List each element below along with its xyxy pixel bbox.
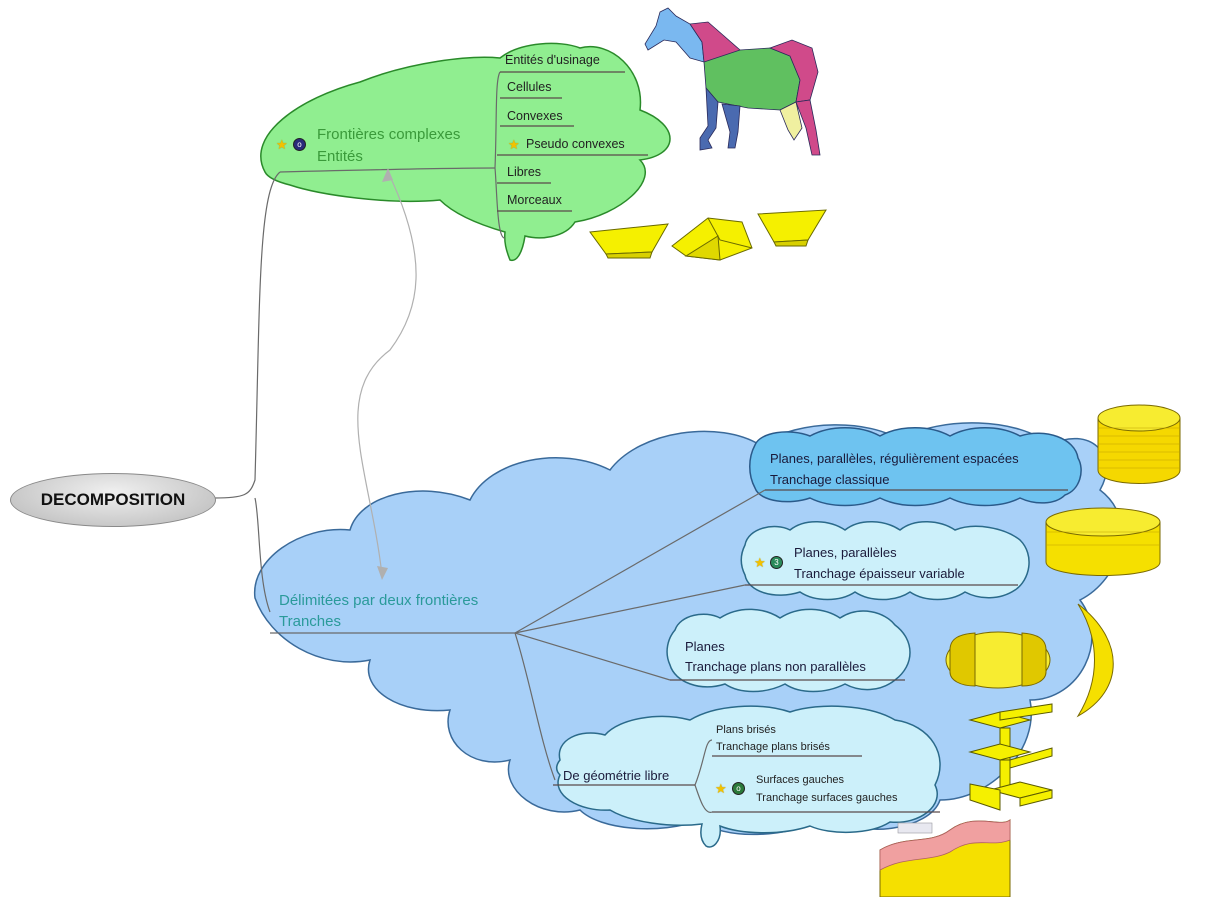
complex-child-1[interactable]: Cellules (507, 80, 552, 94)
complex-child-5[interactable]: Morceaux (507, 193, 562, 207)
complex-label-1[interactable]: Frontières complexes (317, 126, 461, 143)
info-icon: o (293, 138, 306, 151)
star-icon: ★ (715, 781, 727, 796)
complex-child-3[interactable]: Pseudo convexes (526, 137, 625, 151)
broken-line-2[interactable]: Tranchage plans brisés (716, 741, 830, 753)
parallel-regular-cloud (749, 427, 1082, 507)
crescent-image (1076, 603, 1114, 718)
broken-line-1[interactable]: Plans brisés (716, 724, 776, 736)
cylinder-variable-image (1045, 507, 1161, 576)
complex-child-2[interactable]: Convexes (507, 109, 563, 123)
free-geometry-label[interactable]: De géométrie libre (563, 768, 670, 783)
info-icon: o (732, 782, 745, 795)
terrain-image (879, 818, 1011, 897)
relationship-arrow (357, 168, 417, 580)
cylinder-image (1097, 404, 1181, 484)
non-parallel-line-1[interactable]: Planes (685, 639, 725, 654)
tranches-label-2[interactable]: Tranches (279, 613, 341, 630)
star-icon: ★ (276, 137, 288, 152)
complex-child-4[interactable]: Libres (507, 165, 542, 179)
star-icon: ★ (754, 555, 766, 570)
root-label: DECOMPOSITION (40, 490, 186, 509)
zigzag-image (968, 703, 1053, 811)
underlines (497, 71, 1068, 813)
info-icon: 3 (770, 556, 783, 569)
yellow-parts-image (589, 209, 827, 261)
tranches-label-1[interactable]: Délimitées par deux frontières (279, 592, 479, 609)
parallel-variable-line-2[interactable]: Tranchage épaisseur variable (794, 566, 965, 581)
parallel-variable-line-1[interactable]: Planes, parallèles (794, 545, 897, 560)
complex-cloud (260, 42, 671, 262)
parallel-regular-line-1[interactable]: Planes, parallèles, régulièrement espacé… (770, 451, 1019, 466)
complex-child-0[interactable]: Entités d'usinage (505, 53, 600, 67)
non-parallel-line-2[interactable]: Tranchage plans non parallèles (685, 659, 866, 674)
skew-line-2[interactable]: Tranchage surfaces gauches (756, 792, 898, 804)
complex-label-2[interactable]: Entités (317, 148, 363, 165)
parallel-variable-cloud (740, 521, 1030, 601)
skew-line-1[interactable]: Surfaces gauches (756, 774, 845, 786)
star-icon: ★ (508, 137, 520, 152)
root-node[interactable]: DECOMPOSITION (10, 473, 216, 527)
cylinder-nonparallel-image (945, 631, 1051, 689)
connectors (213, 71, 766, 813)
horse-image (644, 7, 821, 156)
parallel-regular-line-2[interactable]: Tranchage classique (770, 472, 890, 487)
